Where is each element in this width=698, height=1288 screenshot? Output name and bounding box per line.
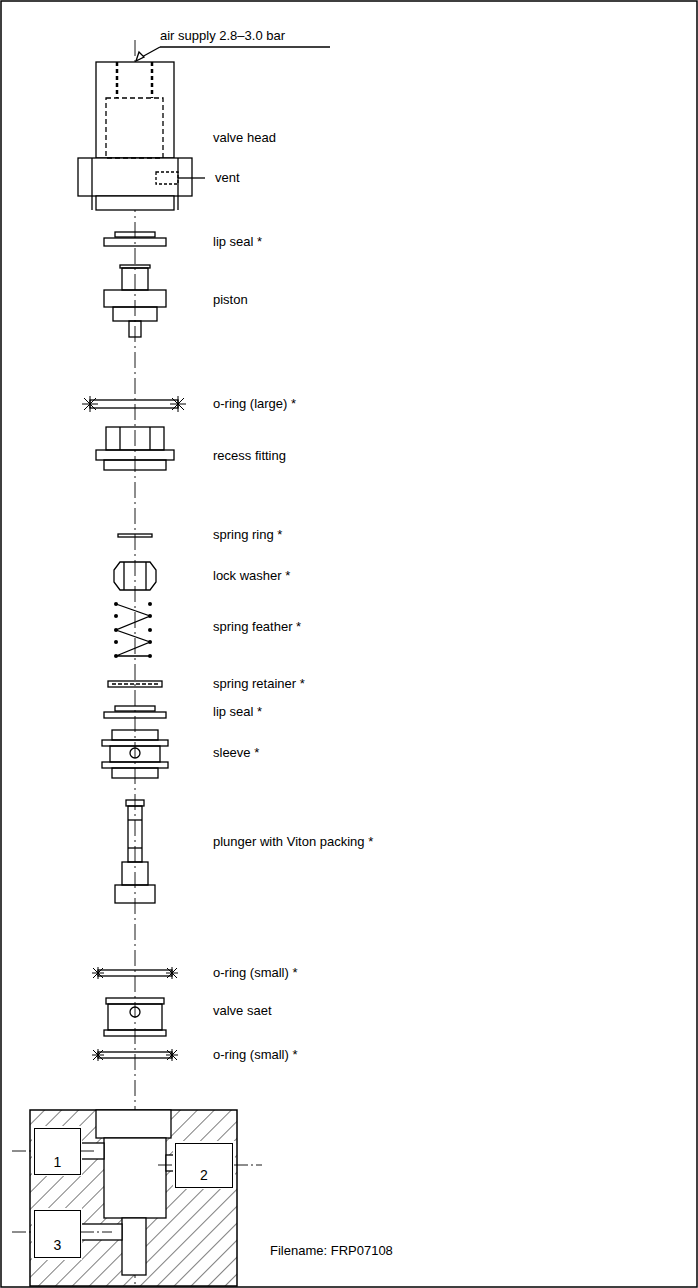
part-label: plunger with Viton packing * — [213, 834, 373, 850]
port-box: 1 — [34, 1128, 81, 1175]
part-label: o-ring (small) * — [213, 965, 298, 981]
part-label: spring ring * — [213, 527, 282, 543]
port-number: 3 — [54, 1237, 62, 1257]
part-label: recess fitting — [213, 448, 286, 464]
part-label: spring retainer * — [213, 676, 305, 692]
part-label: o-ring (large) * — [213, 396, 296, 412]
part-label: valve head — [213, 130, 276, 146]
part-label: vent — [215, 170, 240, 186]
part-label: lock washer * — [213, 568, 290, 584]
part-label: lip seal * — [213, 704, 262, 720]
part-label: spring feather * — [213, 619, 301, 635]
filename-note: Filename: FRP07108 — [270, 1243, 393, 1259]
part-label: lip seal * — [213, 234, 262, 250]
supply-note: air supply 2.8–3.0 bar — [160, 28, 285, 44]
part-label: sleeve * — [213, 745, 259, 761]
port-number: 1 — [54, 1154, 62, 1174]
part-label: piston — [213, 292, 248, 308]
port-number: 2 — [200, 1167, 208, 1187]
part-label: o-ring (small) * — [213, 1047, 298, 1063]
part-label: valve saet — [213, 1003, 272, 1019]
port-box: 2 — [175, 1143, 233, 1188]
port-box: 3 — [34, 1210, 81, 1258]
